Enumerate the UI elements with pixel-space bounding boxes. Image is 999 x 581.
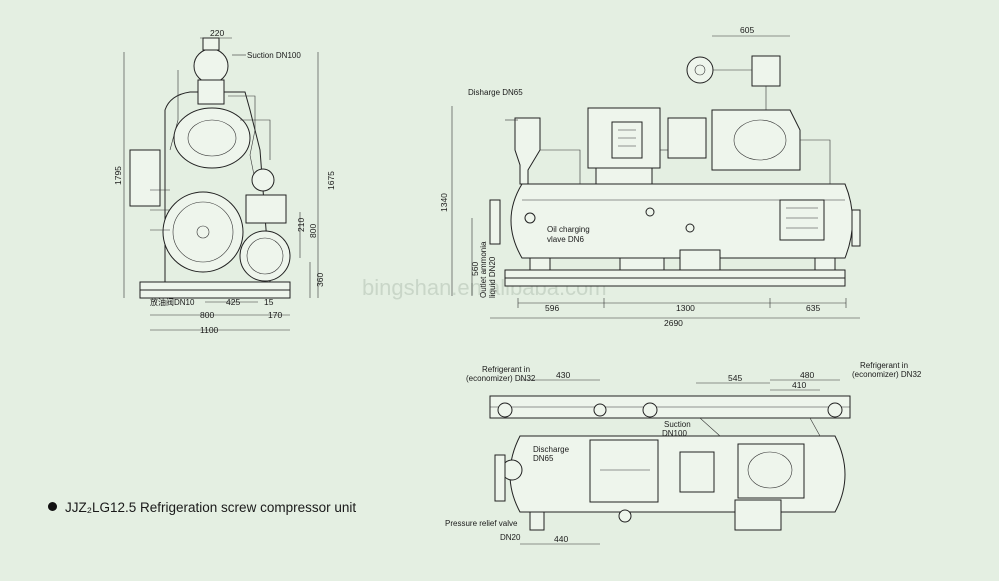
dim-1100: 1100 (200, 325, 219, 335)
side-compressor (173, 107, 251, 169)
dim-430: 430 (556, 370, 570, 380)
side-motor (162, 191, 244, 273)
dim-800-vert: 800 (308, 224, 318, 238)
suction-label-top-2: DN100 (662, 429, 687, 438)
side-view: 220 Suction DN100 1795 1675 210 800 360 … (113, 28, 336, 335)
side-suction-filter (193, 48, 229, 84)
dim-220: 220 (210, 28, 224, 38)
pressure-valve-dn-label: DN20 (500, 533, 521, 542)
dim-545: 545 (728, 373, 742, 383)
dim-425: 425 (226, 297, 240, 307)
side-oil-separator (239, 230, 291, 282)
pressure-valve-label: Pressure relief valve (445, 519, 518, 528)
dim-1795: 1795 (113, 166, 123, 185)
oil-drain-label: 放油阀DN10 (150, 297, 195, 307)
dim-170: 170 (268, 310, 282, 320)
dim-2690: 2690 (664, 318, 683, 328)
top-view: Refrigerant in (economizer) DN32 Refrige… (445, 361, 922, 545)
refrig-left-label-1: Refrigerant in (482, 365, 530, 374)
dim-15: 15 (264, 297, 274, 307)
dim-480: 480 (800, 370, 814, 380)
outlet-label-2: liquid DN20 (488, 256, 497, 298)
dim-1340: 1340 (439, 193, 449, 212)
side-control-box (129, 149, 161, 207)
dim-635: 635 (806, 303, 820, 313)
dim-596: 596 (545, 303, 559, 313)
dim-1300: 1300 (676, 303, 695, 313)
refrig-right-label-1: Refrigerant in (860, 361, 908, 370)
caption-text: JJZ₂LG12.5 Refrigeration screw compresso… (65, 500, 357, 515)
front-compressor (711, 109, 801, 171)
refrig-right-label-2: (economizer) DN32 (852, 370, 922, 379)
discharge-label-top-2: DN65 (533, 454, 554, 463)
oil-charging-label: Oil charging (547, 225, 590, 234)
suction-label-top-1: Suction (664, 420, 691, 429)
oil-valve-label: vlave DN6 (547, 235, 584, 244)
dim-360: 360 (315, 273, 325, 287)
discharge-label-front: Disharge DN65 (468, 88, 523, 97)
top-motor (589, 439, 659, 503)
front-discharge-valve (514, 117, 541, 185)
top-pressure-relief-valve (529, 511, 545, 531)
dim-560: 560 (470, 262, 480, 276)
figure-caption: JJZ₂LG12.5 Refrigeration screw compresso… (48, 500, 356, 515)
dim-210: 210 (296, 218, 306, 232)
top-coupling (679, 451, 715, 493)
dim-410: 410 (792, 380, 806, 390)
discharge-label-top-1: Discharge (533, 445, 570, 454)
dim-440: 440 (554, 534, 568, 544)
dim-1675: 1675 (326, 171, 336, 190)
dim-800-horiz: 800 (200, 310, 214, 320)
front-coupling (667, 117, 707, 159)
side-body-outline (164, 91, 271, 283)
outlet-label-1: Outlet ammonia (479, 241, 488, 298)
front-view: Disharge DN65 Oil charging vlave DN6 Out… (439, 25, 861, 328)
refrig-left-label-2: (economizer) DN32 (466, 374, 536, 383)
front-actuator (751, 55, 781, 87)
bullet-icon (48, 502, 57, 511)
suction-label-side: Suction DN100 (247, 51, 301, 60)
front-handwheel (686, 56, 714, 84)
top-compressor (737, 443, 805, 499)
dim-605: 605 (740, 25, 754, 35)
